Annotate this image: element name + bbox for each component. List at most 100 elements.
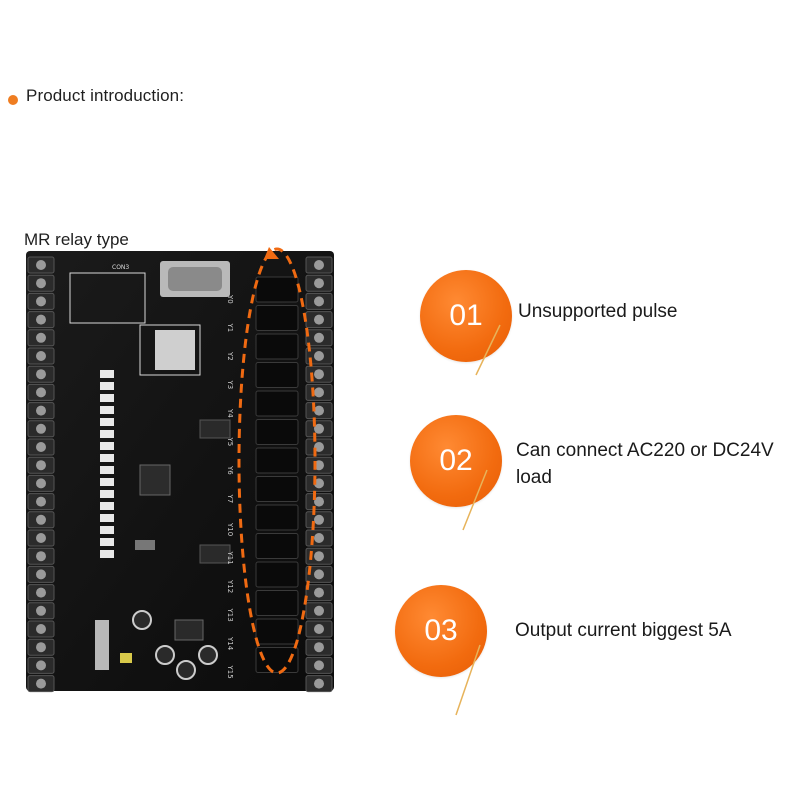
relay <box>255 504 299 531</box>
screw-head-icon <box>314 387 324 398</box>
relay-column <box>255 276 299 673</box>
screw-head-icon <box>36 478 46 489</box>
output-label: Y1 <box>226 323 234 333</box>
decorative-slash <box>462 469 488 531</box>
output-label: Y4 <box>226 408 234 418</box>
relay <box>255 390 299 417</box>
screw-head-icon <box>314 478 324 489</box>
output-label: Y13 <box>226 608 234 622</box>
led-indicator <box>100 370 114 378</box>
relay <box>255 447 299 474</box>
section-title: Product introduction: <box>26 86 185 105</box>
screw-head-icon <box>36 278 46 289</box>
screw-head-icon <box>36 369 46 380</box>
feature-number-badge: 03 <box>395 585 487 677</box>
board-caption: MR relay type <box>24 230 129 249</box>
led-indicator <box>100 418 114 426</box>
screw-head-icon <box>36 605 46 616</box>
header-pins <box>155 330 195 370</box>
screw-head-icon <box>36 332 46 343</box>
screw-head-icon <box>36 442 46 452</box>
screw-head-icon <box>314 296 324 307</box>
output-label: Y10 <box>226 522 234 536</box>
led-indicator <box>100 454 114 462</box>
screw-head-icon <box>36 569 46 580</box>
screw-head-icon <box>314 423 324 434</box>
relay <box>255 276 299 303</box>
fuse <box>95 620 109 670</box>
screw-head-icon <box>36 533 46 543</box>
arrow-head-icon <box>264 247 279 259</box>
relay <box>255 419 299 445</box>
screw-head-icon <box>36 387 46 398</box>
led-indicator <box>100 478 114 486</box>
screw-head-icon <box>314 496 324 507</box>
screw-head-icon <box>36 551 46 562</box>
left-terminal-block <box>27 256 55 693</box>
led-indicator <box>100 382 114 390</box>
relay-highlight-outline <box>237 247 317 675</box>
screw-head-icon <box>36 496 46 507</box>
feature-number-badge: 01 <box>420 270 512 362</box>
feature-number-badge: 02 <box>410 415 502 507</box>
screw-head-icon <box>314 260 324 270</box>
output-label: Y11 <box>226 551 234 565</box>
relay <box>255 618 299 645</box>
feature-text: Output current biggest 5A <box>515 620 732 641</box>
led-indicator <box>100 502 114 510</box>
output-label: Y14 <box>226 636 234 651</box>
led-indicator <box>100 394 114 402</box>
screw-head-icon <box>36 405 46 416</box>
ic-chip <box>199 544 231 564</box>
screw-head-icon <box>314 642 324 653</box>
output-label: Y0 <box>226 294 234 304</box>
screw-head-icon <box>36 587 46 598</box>
screw-head-icon <box>314 587 324 598</box>
screw-head-icon <box>314 605 324 616</box>
led-indicator <box>100 514 114 522</box>
decorative-slash <box>475 324 501 376</box>
relay <box>255 561 299 588</box>
screw-head-icon <box>314 460 324 471</box>
screw-head-icon <box>314 314 324 325</box>
led-indicator <box>100 430 114 438</box>
screw-head-icon <box>36 642 46 653</box>
silkscreen-box <box>139 324 201 376</box>
screw-head-icon <box>36 351 46 361</box>
output-label: Y12 <box>226 579 234 593</box>
screw-head-icon <box>36 314 46 325</box>
screw-head-icon <box>314 278 324 289</box>
screw-head-icon <box>314 514 324 525</box>
led-indicator <box>100 442 114 450</box>
screw-head-icon <box>314 332 324 343</box>
relay <box>255 533 299 559</box>
screw-head-icon <box>36 624 46 634</box>
connector-label: CON3 <box>112 264 129 271</box>
relay <box>255 590 299 616</box>
led-indicator <box>100 538 114 546</box>
ic-chip <box>199 419 231 439</box>
screw-head-icon <box>314 678 324 689</box>
output-label: Y6 <box>226 465 234 475</box>
screw-head-icon <box>314 442 324 452</box>
led-indicator <box>100 550 114 558</box>
feature-text: Can connect AC220 or DC24V load <box>516 440 774 488</box>
screw-head-icon <box>36 514 46 525</box>
screw-head-icon <box>314 569 324 580</box>
led-indicator <box>100 466 114 474</box>
screw-head-icon <box>314 351 324 361</box>
capacitors <box>120 610 218 680</box>
screw-head-icon <box>36 296 46 307</box>
screw-head-icon <box>36 423 46 434</box>
screw-head-icon <box>36 678 46 689</box>
output-label: Y3 <box>226 380 234 390</box>
screw-head-icon <box>36 460 46 471</box>
led-indicator <box>100 490 114 498</box>
screw-head-icon <box>314 405 324 416</box>
relay <box>255 476 299 502</box>
regulator-chip <box>174 619 204 641</box>
decorative-slash <box>455 644 481 716</box>
